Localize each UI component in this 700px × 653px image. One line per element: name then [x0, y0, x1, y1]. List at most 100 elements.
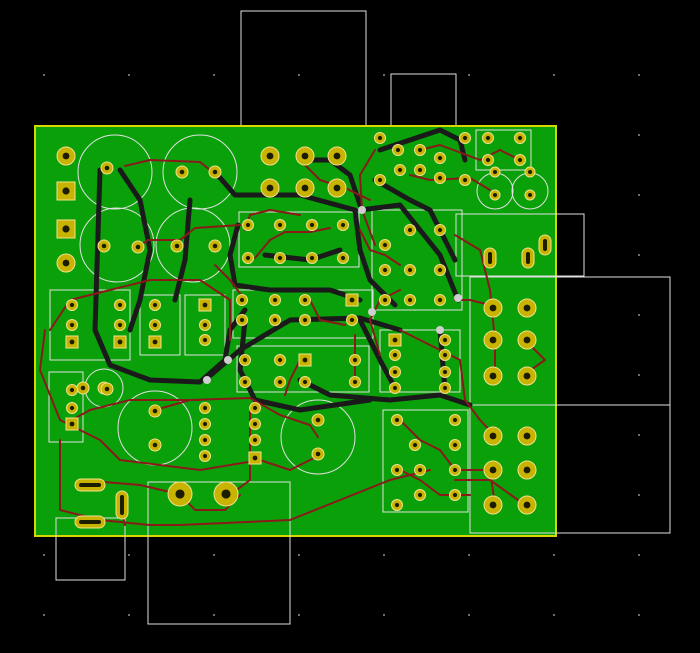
round-pad-icon[interactable] [517, 426, 537, 446]
square-pad-icon[interactable] [56, 181, 76, 201]
round-pad-icon[interactable] [349, 376, 361, 388]
round-pad-icon[interactable] [439, 366, 451, 378]
square-pad-icon[interactable] [248, 451, 262, 465]
round-pad-icon[interactable] [517, 495, 537, 515]
round-pad-icon[interactable] [483, 495, 503, 515]
round-pad-icon[interactable] [167, 481, 193, 507]
round-pad-icon[interactable] [514, 154, 526, 166]
round-pad-icon[interactable] [392, 144, 404, 156]
round-pad-icon[interactable] [434, 224, 446, 236]
round-pad-icon[interactable] [299, 376, 311, 388]
round-pad-icon[interactable] [327, 146, 347, 166]
round-pad-icon[interactable] [482, 132, 494, 144]
round-pad-icon[interactable] [295, 146, 315, 166]
round-pad-icon[interactable] [517, 366, 537, 386]
round-pad-icon[interactable] [175, 165, 189, 179]
oval-pad-icon[interactable] [521, 247, 535, 269]
round-pad-icon[interactable] [346, 314, 358, 326]
round-pad-icon[interactable] [449, 439, 461, 451]
round-pad-icon[interactable] [524, 189, 536, 201]
round-pad-icon[interactable] [56, 253, 76, 273]
round-pad-icon[interactable] [459, 174, 471, 186]
round-pad-icon[interactable] [274, 252, 286, 264]
round-pad-icon[interactable] [208, 165, 222, 179]
round-pad-icon[interactable] [199, 319, 211, 331]
round-pad-icon[interactable] [389, 349, 401, 361]
round-pad-icon[interactable] [274, 354, 286, 366]
round-pad-icon[interactable] [213, 481, 239, 507]
round-pad-icon[interactable] [483, 426, 503, 446]
round-pad-icon[interactable] [482, 154, 494, 166]
square-pad-icon[interactable] [345, 293, 359, 307]
round-pad-icon[interactable] [199, 450, 211, 462]
round-pad-icon[interactable] [434, 172, 446, 184]
square-pad-icon[interactable] [65, 335, 79, 349]
round-pad-icon[interactable] [66, 319, 78, 331]
round-pad-icon[interactable] [483, 366, 503, 386]
round-pad-icon[interactable] [295, 178, 315, 198]
round-pad-icon[interactable] [199, 402, 211, 414]
oval-pad-icon[interactable] [74, 515, 106, 529]
round-pad-icon[interactable] [208, 239, 222, 253]
round-pad-icon[interactable] [149, 299, 161, 311]
round-pad-icon[interactable] [306, 219, 318, 231]
round-pad-icon[interactable] [311, 447, 325, 461]
round-pad-icon[interactable] [242, 219, 254, 231]
square-pad-icon[interactable] [298, 353, 312, 367]
round-pad-icon[interactable] [66, 299, 78, 311]
round-pad-icon[interactable] [449, 489, 461, 501]
oval-pad-icon[interactable] [115, 490, 129, 520]
round-pad-icon[interactable] [76, 381, 90, 395]
round-pad-icon[interactable] [374, 132, 386, 144]
round-pad-icon[interactable] [483, 330, 503, 350]
round-pad-icon[interactable] [514, 132, 526, 144]
round-pad-icon[interactable] [306, 252, 318, 264]
round-pad-icon[interactable] [459, 132, 471, 144]
round-pad-icon[interactable] [66, 384, 78, 396]
round-pad-icon[interactable] [97, 239, 111, 253]
round-pad-icon[interactable] [439, 382, 451, 394]
round-pad-icon[interactable] [66, 402, 78, 414]
square-pad-icon[interactable] [198, 298, 212, 312]
round-pad-icon[interactable] [389, 366, 401, 378]
round-pad-icon[interactable] [517, 460, 537, 480]
oval-pad-icon[interactable] [74, 478, 106, 492]
round-pad-icon[interactable] [100, 382, 114, 396]
component-pads[interactable] [56, 132, 552, 529]
round-pad-icon[interactable] [414, 144, 426, 156]
round-pad-icon[interactable] [379, 264, 391, 276]
round-pad-icon[interactable] [239, 354, 251, 366]
round-pad-icon[interactable] [239, 376, 251, 388]
round-pad-icon[interactable] [260, 178, 280, 198]
round-pad-icon[interactable] [489, 166, 501, 178]
square-pad-icon[interactable] [65, 417, 79, 431]
round-pad-icon[interactable] [337, 252, 349, 264]
round-pad-icon[interactable] [236, 314, 248, 326]
round-pad-icon[interactable] [434, 264, 446, 276]
round-pad-icon[interactable] [199, 418, 211, 430]
oval-pad-icon[interactable] [538, 234, 552, 256]
round-pad-icon[interactable] [249, 418, 261, 430]
round-pad-icon[interactable] [517, 298, 537, 318]
round-pad-icon[interactable] [414, 489, 426, 501]
square-pad-icon[interactable] [113, 335, 127, 349]
round-pad-icon[interactable] [434, 152, 446, 164]
round-pad-icon[interactable] [483, 460, 503, 480]
round-pad-icon[interactable] [260, 146, 280, 166]
round-pad-icon[interactable] [434, 294, 446, 306]
round-pad-icon[interactable] [170, 239, 184, 253]
round-pad-icon[interactable] [349, 354, 361, 366]
round-pad-icon[interactable] [249, 434, 261, 446]
round-pad-icon[interactable] [414, 164, 426, 176]
square-pad-icon[interactable] [148, 335, 162, 349]
round-pad-icon[interactable] [56, 146, 76, 166]
round-pad-icon[interactable] [131, 240, 145, 254]
round-pad-icon[interactable] [274, 219, 286, 231]
round-pad-icon[interactable] [100, 161, 114, 175]
round-pad-icon[interactable] [311, 413, 325, 427]
round-pad-icon[interactable] [242, 252, 254, 264]
round-pad-icon[interactable] [389, 382, 401, 394]
round-pad-icon[interactable] [404, 264, 416, 276]
round-pad-icon[interactable] [414, 464, 426, 476]
round-pad-icon[interactable] [274, 376, 286, 388]
